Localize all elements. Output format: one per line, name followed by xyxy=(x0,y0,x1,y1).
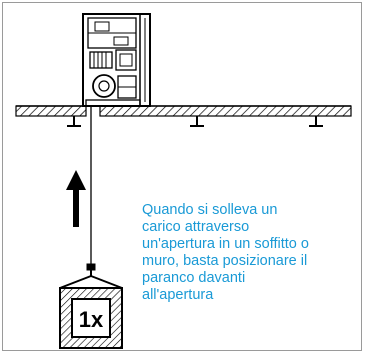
load-box: 1x xyxy=(59,287,123,349)
caption-line: all'apertura xyxy=(142,287,214,303)
ceiling-bracket xyxy=(190,116,204,127)
caption-line: Quando si solleva un xyxy=(142,202,278,218)
load-label: 1x xyxy=(79,307,104,332)
caption-line: muro, basta posizionare il xyxy=(142,253,308,269)
load-sling xyxy=(59,275,123,289)
ceiling-bracket xyxy=(67,116,81,127)
ceiling-slab xyxy=(15,105,352,117)
hoist-unit xyxy=(82,13,151,107)
caption-text: Quando si solleva un carico attraverso u… xyxy=(142,202,362,304)
caption-line: carico attraverso xyxy=(142,219,250,235)
lift-arrow xyxy=(66,170,86,227)
hook xyxy=(86,263,96,276)
ceiling-bracket xyxy=(309,116,323,127)
caption-line: un'apertura in un soffitto o xyxy=(142,236,309,252)
caption-line: paranco davanti xyxy=(142,270,246,286)
